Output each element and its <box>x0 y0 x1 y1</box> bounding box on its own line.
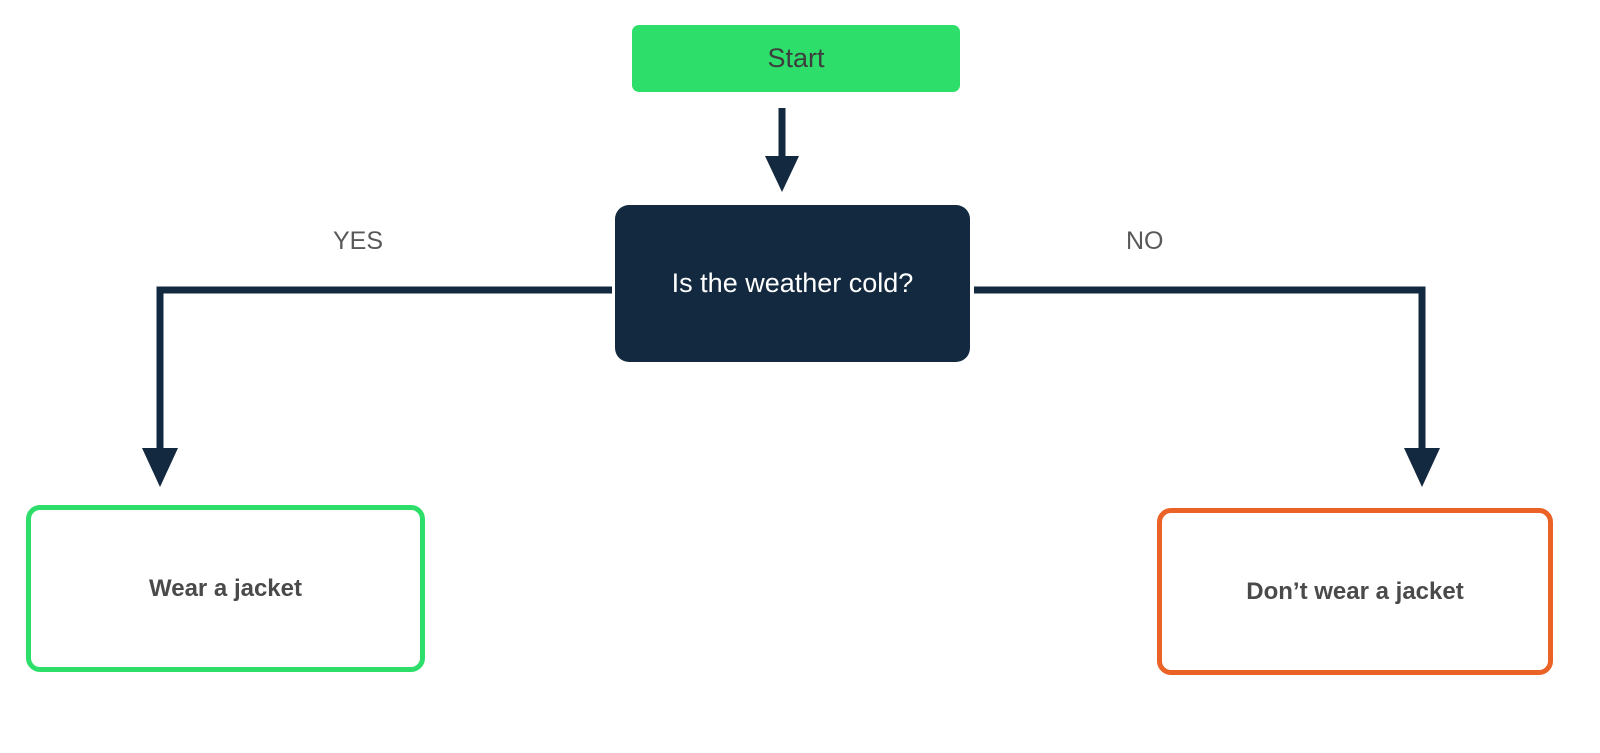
node-start[interactable]: Start <box>632 25 960 92</box>
edge-label-no: NO <box>1126 227 1164 255</box>
node-outcome-dont-wear-jacket[interactable]: Don’t wear a jacket <box>1157 508 1553 675</box>
edge-start-to-decision <box>765 108 799 192</box>
node-start-label: Start <box>767 43 825 73</box>
node-outcome-wear-jacket-label: Wear a jacket <box>149 574 302 602</box>
edge-decision-to-no <box>974 286 1440 487</box>
node-outcome-wear-jacket[interactable]: Wear a jacket <box>26 505 425 672</box>
edge-decision-to-yes <box>142 286 612 487</box>
node-outcome-dont-wear-jacket-label: Don’t wear a jacket <box>1246 577 1464 605</box>
edge-label-yes: YES <box>333 227 384 255</box>
node-decision-weather-cold[interactable]: Is the weather cold? <box>615 205 970 362</box>
node-decision-label: Is the weather cold? <box>671 268 914 298</box>
